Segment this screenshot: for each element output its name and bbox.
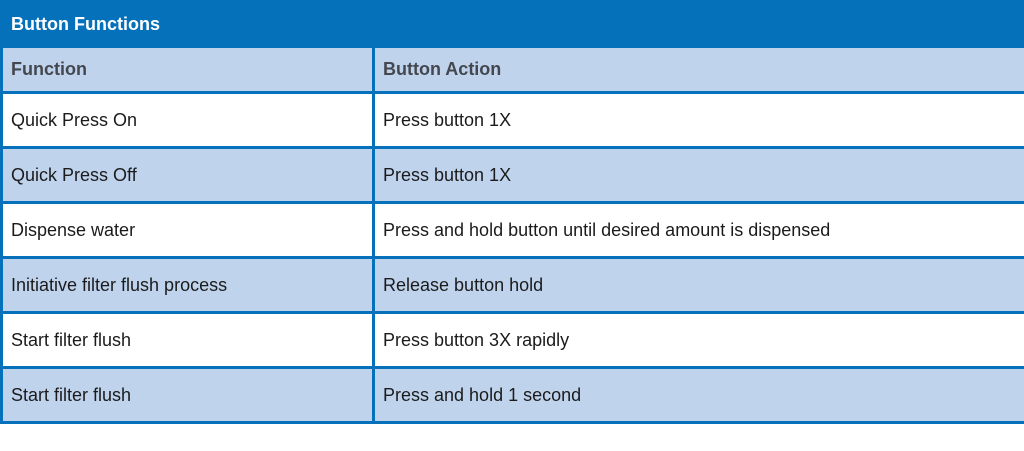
table-header-row: Function Button Action (0, 45, 1024, 94)
table-row: Start filter flush Press and hold 1 seco… (0, 366, 1024, 424)
table-row: Quick Press Off Press button 1X (0, 146, 1024, 204)
column-header-button-action: Button Action (372, 45, 1024, 94)
column-header-function: Function (0, 45, 375, 94)
table-title: Button Functions (0, 0, 1024, 48)
table-row: Dispense water Press and hold button unt… (0, 201, 1024, 259)
button-functions-table: Button Functions Function Button Action … (0, 0, 1024, 424)
function-cell: Start filter flush (0, 366, 375, 424)
function-cell: Initiative filter flush process (0, 256, 375, 314)
table-row: Initiative filter flush process Release … (0, 256, 1024, 314)
action-cell: Release button hold (372, 256, 1024, 314)
table-title-row: Button Functions (0, 0, 1024, 48)
table-row: Start filter flush Press button 3X rapid… (0, 311, 1024, 369)
action-cell: Press button 1X (372, 91, 1024, 149)
action-cell: Press and hold button until desired amou… (372, 201, 1024, 259)
action-cell: Press button 1X (372, 146, 1024, 204)
table-row: Quick Press On Press button 1X (0, 91, 1024, 149)
action-cell: Press and hold 1 second (372, 366, 1024, 424)
function-cell: Dispense water (0, 201, 375, 259)
action-cell: Press button 3X rapidly (372, 311, 1024, 369)
function-cell: Quick Press Off (0, 146, 375, 204)
function-cell: Quick Press On (0, 91, 375, 149)
function-cell: Start filter flush (0, 311, 375, 369)
